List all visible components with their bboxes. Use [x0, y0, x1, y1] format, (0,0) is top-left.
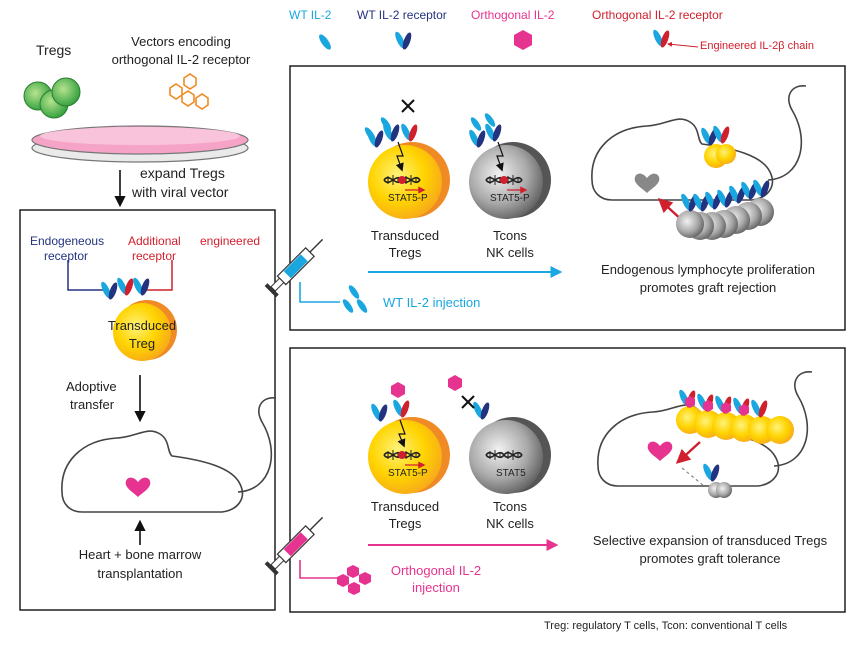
proliferating-tcons — [676, 124, 774, 240]
top-panel — [289, 65, 846, 331]
engineered-chain-pointer — [667, 41, 699, 48]
bottom-treg-line2: Tregs — [388, 516, 422, 531]
additional-line2: receptor — [132, 249, 177, 263]
ortho-injection-callout — [299, 560, 338, 579]
suppressed-tcons — [701, 462, 732, 498]
top-stat-treg: STAT5-P — [388, 193, 428, 204]
suppression-line — [681, 467, 705, 487]
bottom-stat-treg: STAT5-P — [388, 468, 428, 479]
expanded-tregs — [676, 388, 794, 444]
top-treg-line2: Tregs — [388, 245, 422, 260]
wt-il2-molecules — [342, 285, 368, 313]
legend-engineered-chain: Engineered IL-2β chain — [700, 40, 814, 52]
endogenous-line1: Endogeneous — [30, 234, 105, 248]
bottom-tcon-line1: Tcons — [493, 499, 527, 514]
footnote: Treg: regulatory T cells, Tcon: conventi… — [544, 620, 788, 632]
wt-injection-label: WT IL-2 injection — [383, 295, 481, 310]
legend-wt-il2: WT IL-2 — [289, 8, 332, 22]
top-treg-line1: Transduced — [370, 228, 440, 243]
syringe-bottom — [264, 516, 324, 576]
bottom-outcome-line2: promotes graft tolerance — [639, 551, 781, 566]
vectors-line2: orthogonal IL-2 receptor — [111, 52, 251, 67]
top-treg-cell — [364, 99, 450, 219]
adoptive-line2: transfer — [70, 397, 115, 412]
vectors-line1: Vectors encoding — [131, 34, 231, 49]
legend-ortho-il2: Orthogonal IL-2 — [471, 8, 555, 22]
mouse-top — [591, 84, 807, 201]
transplant-line1: Heart + bone marrow — [78, 547, 202, 562]
legend — [319, 28, 699, 51]
bottom-tcon-line2: NK cells — [486, 516, 534, 531]
bottom-tcon-cell — [448, 375, 551, 494]
legend-wt-receptor: WT IL-2 receptor — [357, 8, 447, 22]
ortho-il2-molecules — [337, 565, 371, 595]
left-box — [19, 209, 276, 611]
endogenous-callout — [67, 260, 108, 291]
top-stat-tcon: STAT5-P — [490, 193, 530, 204]
top-outcome-line2: promotes graft rejection — [639, 280, 777, 295]
petri-dish — [31, 125, 249, 163]
top-tcon-line1: Tcons — [493, 228, 527, 243]
additional-line1: Additional — [128, 234, 181, 248]
syringe-top — [264, 238, 324, 298]
expand-line1: expand Tregs — [140, 165, 225, 181]
transplant-line2: transplantation — [97, 566, 183, 581]
ortho-injection-line2: injection — [412, 580, 460, 595]
top-outcome-line1: Endogenous lymphocyte proliferation — [601, 262, 815, 277]
bottom-panel — [289, 347, 846, 613]
bottom-treg-cell — [368, 382, 450, 494]
wt-injection-callout — [299, 282, 340, 303]
transduced-treg-cell — [99, 276, 177, 361]
wt-receptor-icon — [393, 30, 414, 51]
top-tcon-line2: NK cells — [486, 245, 534, 260]
top-tcon-cell — [467, 113, 551, 219]
treg-cell-line2: Treg — [128, 336, 156, 351]
expand-line2: with viral vector — [132, 184, 229, 200]
vector-hexagons — [169, 73, 209, 110]
tolerance-arrow — [675, 441, 701, 464]
ortho-injection-line1: Orthogonal IL-2 — [390, 563, 482, 578]
bottom-treg-line1: Transduced — [370, 499, 440, 514]
additional-callout — [138, 260, 173, 291]
engineered-word: engineered — [200, 234, 261, 248]
bottom-stat-tcon: STAT5 — [496, 468, 526, 479]
bottom-outcome-line1: Selective expansion of transduced Tregs — [592, 533, 828, 548]
orthogonal-il2-icon — [514, 30, 532, 50]
legend-ortho-receptor: Orthogonal IL-2 receptor — [592, 8, 723, 22]
tregs-label: Tregs — [36, 42, 72, 58]
orthogonal-receptor-icon — [651, 28, 672, 49]
wt-il2-icon — [319, 34, 331, 50]
tregs-cluster — [23, 77, 81, 119]
treg-cell-line1: Transduced — [107, 318, 177, 333]
endogenous-line2: receptor — [44, 249, 89, 263]
adoptive-line1: Adoptive — [66, 379, 117, 394]
mouse-left — [61, 396, 277, 513]
